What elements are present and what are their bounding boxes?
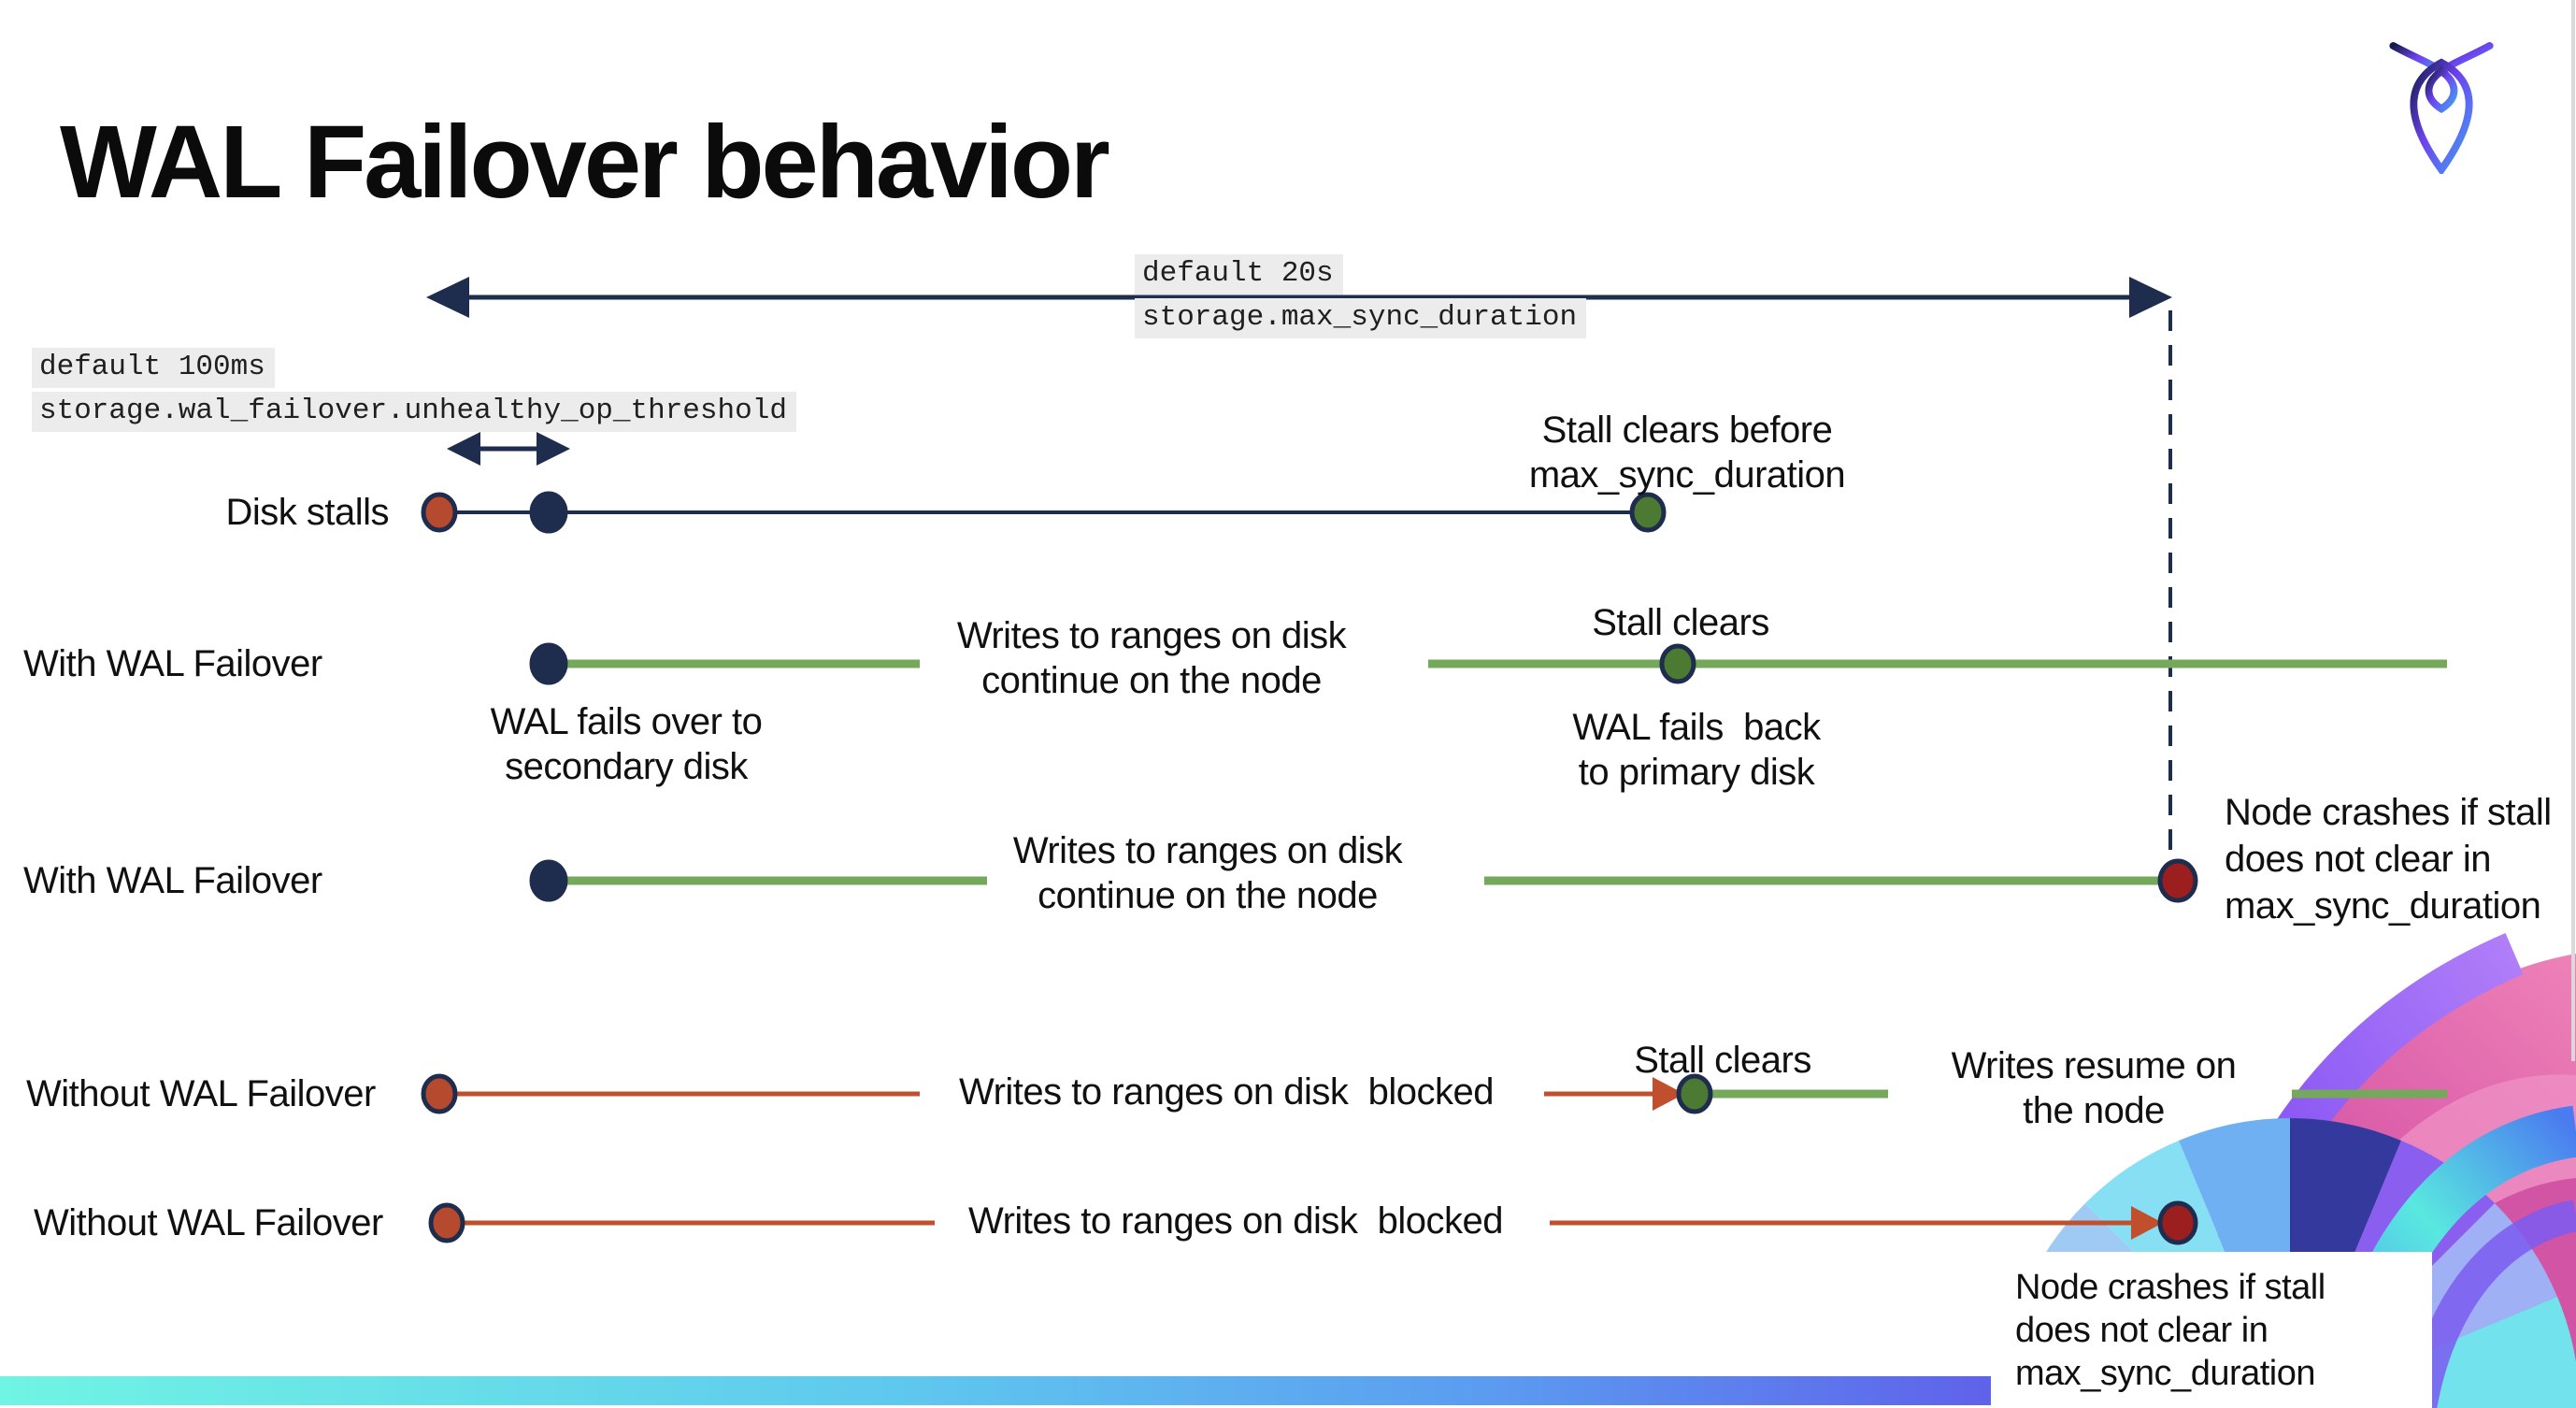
slide-right-border — [2571, 0, 2575, 1061]
note-node-crashes-1: Node crashes if stall does not clear in … — [2225, 792, 2552, 927]
row5-crash-dot — [2157, 1200, 2198, 1245]
row1-stall-clears-dot — [1629, 492, 1667, 533]
row2-failover-dot — [529, 642, 568, 685]
max-sync-arrowhead-right — [2129, 277, 2172, 318]
row5-red-arrowhead — [2131, 1206, 2163, 1240]
row3-crash-dot — [2157, 858, 2198, 903]
setting-default-value: default 100ms — [32, 348, 275, 388]
setting-default-value: default 20s — [1135, 254, 1343, 295]
bottom-gradient-bar — [0, 1376, 1991, 1405]
threshold-arrowhead-left — [447, 432, 480, 466]
note-stall-clears-before: Stall clears before max_sync_duration — [1528, 409, 1846, 496]
note-writes-continue-1: Writes to ranges on disk continue on the… — [956, 615, 1347, 701]
note-writes-resume: Writes resume on the node — [1951, 1045, 2237, 1131]
cockroachdb-logo-icon — [2389, 42, 2494, 174]
caption-box — [1991, 1252, 2432, 1408]
page-title: WAL Failover behavior — [60, 104, 1110, 220]
note-writes-blocked-1: Writes to ranges on disk blocked — [959, 1071, 1494, 1113]
note-wal-fails-back: WAL fails back to primary disk — [1572, 707, 1821, 793]
row-label-without-wal-failover-1: Without WAL Failover — [26, 1073, 376, 1114]
row1-stall-start-dot — [421, 492, 458, 533]
row5-stall-start-dot — [428, 1202, 465, 1243]
note-wal-fails-over: WAL fails over to secondary disk — [490, 701, 763, 787]
row4-stall-start-dot — [421, 1073, 458, 1114]
note-node-crashes-2: Node crashes if stall does not clear in … — [2015, 1268, 2326, 1393]
row2-stall-clears-dot — [1659, 643, 1696, 684]
row4-stall-clears-dot — [1676, 1073, 1713, 1114]
note-writes-blocked-2: Writes to ranges on disk blocked — [968, 1200, 1503, 1242]
row-label-with-wal-failover-2: With WAL Failover — [23, 860, 322, 901]
setting-unhealthy-op-threshold: default 100ms storage.wal_failover.unhea… — [32, 348, 796, 436]
note-stall-clears-2: Stall clears — [1634, 1040, 1811, 1081]
row4-red-arrowhead — [1653, 1077, 1684, 1111]
row-label-without-wal-failover-2: Without WAL Failover — [34, 1202, 383, 1243]
setting-max-sync-duration: default 20s storage.max_sync_duration — [1135, 254, 1587, 342]
max-sync-arrowhead-left — [426, 277, 469, 318]
setting-name: storage.wal_failover.unhealthy_op_thresh… — [32, 392, 796, 432]
note-writes-continue-2: Writes to ranges on disk continue on the… — [1012, 830, 1403, 916]
row1-threshold-dot — [529, 491, 568, 534]
row-label-disk-stalls: Disk stalls — [225, 492, 389, 533]
row3-failover-dot — [529, 859, 568, 902]
setting-name: storage.max_sync_duration — [1135, 298, 1587, 338]
row-label-with-wal-failover-1: With WAL Failover — [23, 643, 322, 684]
note-stall-clears-1: Stall clears — [1592, 602, 1769, 643]
threshold-arrowhead-right — [537, 432, 570, 466]
